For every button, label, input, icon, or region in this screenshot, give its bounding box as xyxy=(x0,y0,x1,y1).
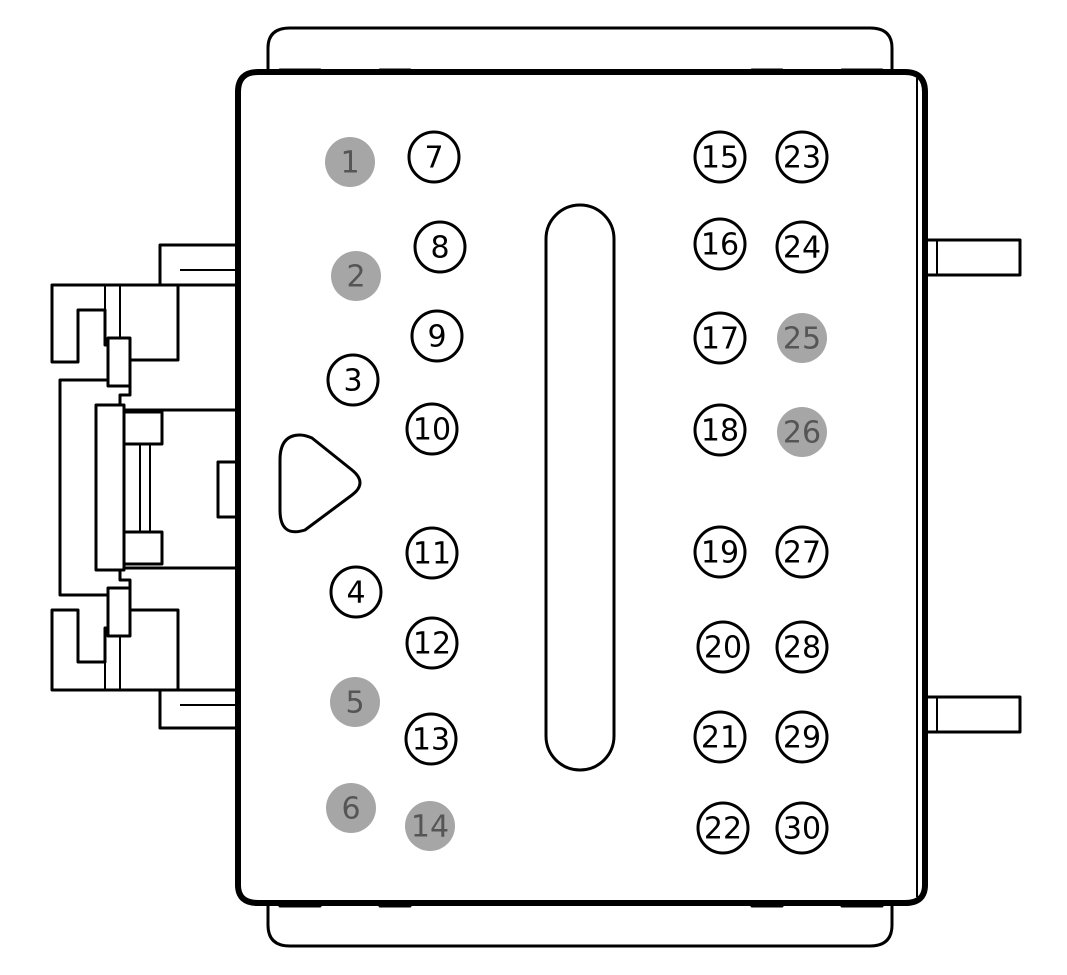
pin-number-label: 17 xyxy=(701,322,739,357)
pin-cavity-circle xyxy=(693,130,747,184)
pin-13-active: 13 xyxy=(404,712,458,766)
pin-25-unused: 25 xyxy=(777,313,827,363)
pin-27-active: 27 xyxy=(775,525,829,579)
pin-number-label: 11 xyxy=(413,537,451,572)
pin-number-label: 12 xyxy=(413,627,451,662)
pin-1-unused: 1 xyxy=(325,137,375,187)
pin-cavity-circle xyxy=(696,801,750,855)
pin-number-label: 16 xyxy=(701,228,739,263)
pin-cavity-circle xyxy=(325,137,375,187)
pin-cavity-circle xyxy=(413,220,467,274)
pin-number-label: 6 xyxy=(341,792,360,827)
pin-number-label: 7 xyxy=(424,141,443,176)
connector-bottom-cover xyxy=(266,898,894,948)
pin-number-label: 10 xyxy=(413,413,451,448)
pin-cavity-circle xyxy=(326,353,380,407)
pin-21-active: 21 xyxy=(693,710,747,764)
pin-number-label: 18 xyxy=(701,414,739,449)
pin-number-label: 8 xyxy=(430,231,449,266)
pin-cavity-circle xyxy=(775,130,829,184)
pin-number-label: 14 xyxy=(411,810,449,845)
pin-number-label: 3 xyxy=(343,364,362,399)
pin-number-label: 20 xyxy=(704,631,742,666)
pin-cavity-circle xyxy=(693,403,747,457)
pin-cavity-circle xyxy=(775,620,829,674)
pin-cavity-circle xyxy=(696,620,750,674)
pin-9-active: 9 xyxy=(410,309,464,363)
pin-8-active: 8 xyxy=(413,220,467,274)
pin-number-label: 24 xyxy=(783,231,821,266)
pin-cavity-circle xyxy=(693,311,747,365)
pin-number-label: 29 xyxy=(783,721,821,756)
pin-cavity-circle xyxy=(693,217,747,271)
pin-cavity-circle xyxy=(775,710,829,764)
pin-number-label: 26 xyxy=(783,416,821,451)
pin-11-active: 11 xyxy=(405,526,459,580)
pin-number-label: 5 xyxy=(345,686,364,721)
pin-cavity-circle xyxy=(405,526,459,580)
pin-cavity-circle xyxy=(777,313,827,363)
pin-cavity-circle xyxy=(693,710,747,764)
pin-15-active: 15 xyxy=(693,130,747,184)
pin-17-active: 17 xyxy=(693,311,747,365)
polarity-triangle xyxy=(278,433,362,534)
pin-number-label: 4 xyxy=(346,576,365,611)
pin-20-active: 20 xyxy=(696,620,750,674)
pin-cavity-circle xyxy=(329,565,383,619)
pin-cavity-circle xyxy=(405,801,455,851)
pin-28-active: 28 xyxy=(775,620,829,674)
pin-29-active: 29 xyxy=(775,710,829,764)
pin-2-unused: 2 xyxy=(331,251,381,301)
connector-top-cover xyxy=(266,26,894,77)
pin-14-unused: 14 xyxy=(405,801,455,851)
pin-number-label: 21 xyxy=(701,721,739,756)
pin-16-active: 16 xyxy=(693,217,747,271)
pin-cavity-circle xyxy=(405,402,459,456)
pin-30-active: 30 xyxy=(775,801,829,855)
pin-number-label: 15 xyxy=(701,141,739,176)
pin-cavity-circle xyxy=(777,407,827,457)
pin-number-label: 27 xyxy=(783,536,821,571)
pin-cavity-circle xyxy=(404,712,458,766)
pin-cavity-circle xyxy=(775,801,829,855)
pin-7-active: 7 xyxy=(407,130,461,184)
pin-number-label: 30 xyxy=(783,812,821,847)
pin-number-label: 9 xyxy=(427,320,446,355)
pin-cavity-circle xyxy=(326,783,376,833)
pin-cavity-circle xyxy=(407,130,461,184)
pin-22-active: 22 xyxy=(696,801,750,855)
pin-number-label: 23 xyxy=(783,141,821,176)
pin-cavity-circle xyxy=(330,677,380,727)
pin-12-active: 12 xyxy=(405,616,459,670)
pin-4-active: 4 xyxy=(329,565,383,619)
pin-26-unused: 26 xyxy=(777,407,827,457)
center-key-slot xyxy=(544,203,616,772)
pin-number-label: 19 xyxy=(701,536,739,571)
pin-6-unused: 6 xyxy=(326,783,376,833)
pin-cavities: 1234567891011121314151617181920212223242… xyxy=(325,130,829,855)
pin-cavity-circle xyxy=(775,525,829,579)
pin-number-label: 13 xyxy=(412,723,450,758)
connector-latch xyxy=(50,243,240,730)
pin-cavity-circle xyxy=(693,525,747,579)
pin-number-label: 28 xyxy=(783,631,821,666)
pin-cavity-circle xyxy=(410,309,464,363)
pin-number-label: 22 xyxy=(704,812,742,847)
connector-right-tabs xyxy=(918,238,1022,734)
pin-19-active: 19 xyxy=(693,525,747,579)
pin-23-active: 23 xyxy=(775,130,829,184)
pin-number-label: 1 xyxy=(340,146,359,181)
pin-cavity-circle xyxy=(775,220,829,274)
pin-24-active: 24 xyxy=(775,220,829,274)
pin-cavity-circle xyxy=(331,251,381,301)
pin-10-active: 10 xyxy=(405,402,459,456)
pin-cavity-circle xyxy=(405,616,459,670)
pin-number-label: 25 xyxy=(783,322,821,357)
pin-18-active: 18 xyxy=(693,403,747,457)
pin-3-active: 3 xyxy=(326,353,380,407)
pin-5-unused: 5 xyxy=(330,677,380,727)
pin-number-label: 2 xyxy=(346,260,365,295)
